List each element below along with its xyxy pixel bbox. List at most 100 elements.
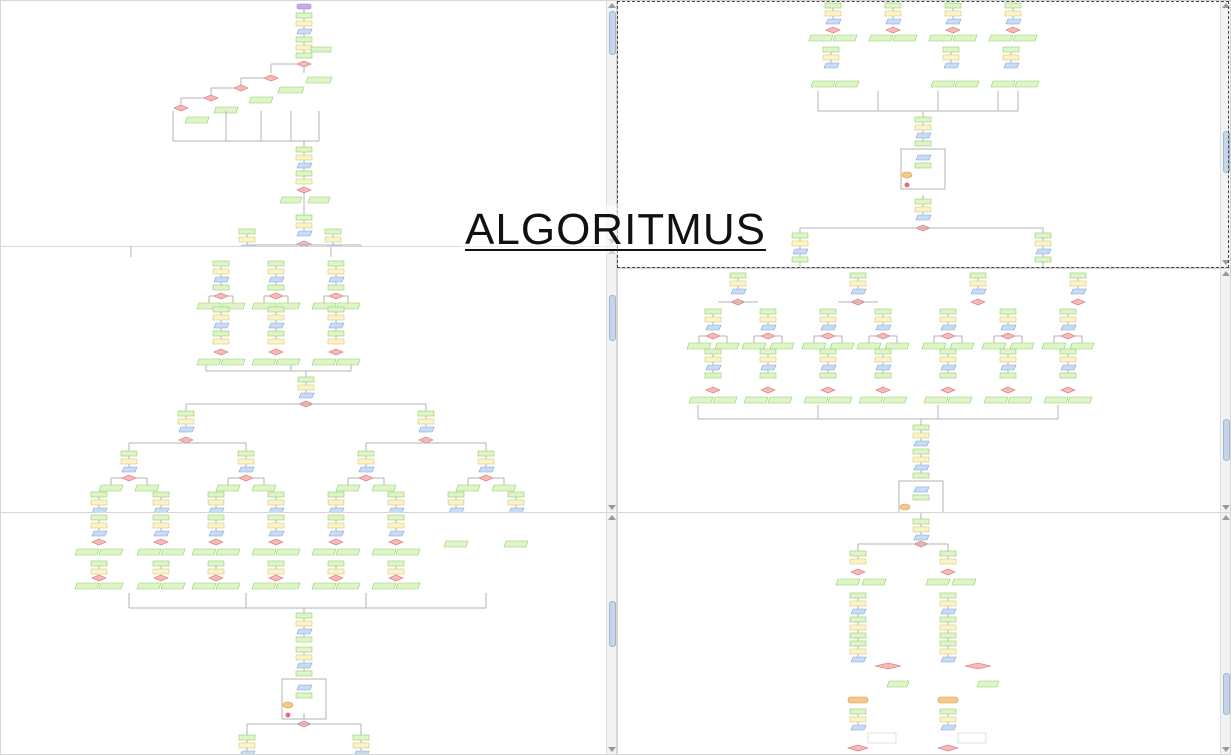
- flowchart-pane-mid-left[interactable]: [0, 246, 617, 513]
- note-block: [387, 499, 405, 506]
- flowchart-pane-top-right[interactable]: [617, 0, 1231, 268]
- process-block: [849, 640, 867, 647]
- process-block: [1059, 372, 1077, 379]
- scroll-up-icon[interactable]: [608, 3, 616, 8]
- scroll-up-icon[interactable]: [608, 249, 616, 254]
- process-block: [184, 116, 210, 124]
- io-block: [823, 62, 840, 69]
- scroll-down-icon[interactable]: [608, 505, 616, 510]
- process-block: [177, 410, 195, 417]
- decision-block: [885, 26, 901, 34]
- flowchart-pane-mid-right[interactable]: [617, 268, 1231, 513]
- process-block: [714, 342, 740, 350]
- note-block: [849, 716, 867, 723]
- io-block: [1003, 62, 1020, 69]
- io-block: [940, 724, 957, 731]
- process-block: [267, 491, 285, 498]
- note-block: [939, 716, 957, 723]
- process-block: [207, 491, 225, 498]
- scrollbar-thumb[interactable]: [1223, 131, 1230, 173]
- scroll-down-icon[interactable]: [1222, 260, 1230, 265]
- note-block: [267, 268, 285, 275]
- scroll-up-icon[interactable]: [1222, 271, 1230, 276]
- io-block: [915, 214, 932, 221]
- io-block: [178, 426, 195, 433]
- process-block: [704, 372, 722, 379]
- process-block: [238, 228, 256, 235]
- scroll-down-icon[interactable]: [1222, 505, 1230, 510]
- scrollbar-thumb[interactable]: [609, 601, 616, 647]
- scrollbar-thumb[interactable]: [609, 11, 616, 55]
- scroll-down-icon[interactable]: [608, 747, 616, 752]
- scroll-down-icon[interactable]: [608, 239, 616, 244]
- process-block: [1034, 232, 1052, 239]
- flowchart-pane-bottom-right[interactable]: [617, 512, 1231, 755]
- vertical-scrollbar[interactable]: [606, 513, 616, 754]
- process-block: [335, 484, 361, 492]
- io-block: [91, 530, 108, 537]
- io-block: [296, 28, 313, 35]
- decision-block: [478, 474, 494, 482]
- flowchart-pane-bottom-left[interactable]: [0, 512, 617, 755]
- io-block: [1005, 18, 1022, 25]
- decision-block: [268, 292, 284, 300]
- note-block: [447, 499, 465, 506]
- flowchart-pane-top-left[interactable]: [0, 0, 617, 247]
- process-block: [503, 540, 529, 548]
- vertical-scrollbar[interactable]: [1220, 1, 1230, 267]
- io-block: [209, 507, 225, 512]
- process-block: [988, 34, 1014, 42]
- process-block: [295, 692, 313, 699]
- vertical-scrollbar[interactable]: [1220, 513, 1230, 754]
- process-block: [152, 491, 170, 498]
- flowchart-canvas: [172, 3, 362, 246]
- vertical-scrollbar[interactable]: [1220, 269, 1230, 512]
- process-block: [743, 396, 769, 404]
- note-block: [295, 178, 313, 185]
- scroll-up-icon[interactable]: [1222, 3, 1230, 8]
- process-block: [849, 708, 867, 715]
- scrollbar-thumb[interactable]: [609, 295, 616, 341]
- process-block: [215, 484, 241, 492]
- process-block: [712, 396, 738, 404]
- process-block: [939, 640, 957, 647]
- note-block: [90, 522, 108, 529]
- io-block: [913, 534, 930, 541]
- flowchart-canvas: [74, 514, 529, 754]
- comment-box: [867, 732, 897, 744]
- io-block: [875, 364, 892, 371]
- process-block: [849, 272, 867, 279]
- process-block: [212, 306, 230, 313]
- io-block: [298, 392, 315, 399]
- note-block: [267, 338, 285, 345]
- note-block: [267, 522, 285, 529]
- decision-block: [846, 744, 870, 752]
- vertical-scrollbar[interactable]: [606, 1, 616, 246]
- note-block: [914, 124, 932, 131]
- scrollbar-thumb[interactable]: [1223, 419, 1230, 461]
- process-block: [267, 306, 285, 313]
- process-block: [912, 494, 930, 501]
- process-block: [939, 616, 957, 623]
- note-block: [824, 10, 842, 17]
- process-block: [307, 196, 331, 204]
- scroll-up-icon[interactable]: [1222, 515, 1230, 520]
- decision-block: [388, 538, 404, 546]
- decision-block: [208, 574, 224, 582]
- note-block: [295, 222, 313, 229]
- process-block: [212, 260, 230, 267]
- scroll-up-icon[interactable]: [608, 515, 616, 520]
- vertical-scrollbar[interactable]: [606, 247, 616, 512]
- note-block: [327, 338, 345, 345]
- process-block: [939, 592, 957, 599]
- io-block: [268, 530, 285, 537]
- process-block: [327, 306, 345, 313]
- process-block: [279, 196, 303, 204]
- scroll-down-icon[interactable]: [1222, 747, 1230, 752]
- scrollbar-thumb[interactable]: [1223, 673, 1230, 715]
- process-block: [295, 146, 313, 153]
- note-block: [704, 316, 722, 323]
- process-block: [704, 308, 722, 315]
- process-block: [251, 548, 277, 556]
- process-block: [954, 80, 980, 88]
